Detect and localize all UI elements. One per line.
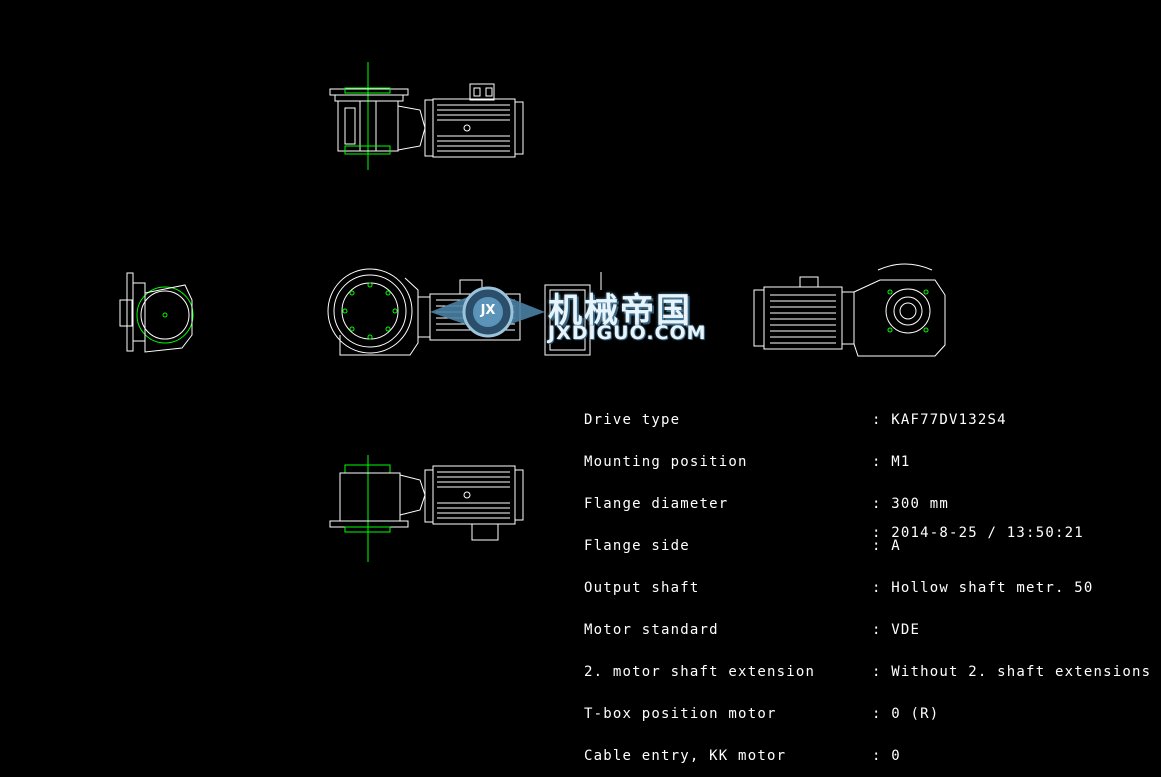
watermark-logo bbox=[430, 286, 545, 338]
spec-values: : KAF77DV132S4 : M1 : 300 mm : A : Hollo… bbox=[872, 385, 1151, 777]
spec-labels: Drive type Mounting position Flange diam… bbox=[584, 385, 815, 777]
spec-label: Flange diameter bbox=[584, 496, 729, 512]
left-side-view bbox=[119, 272, 194, 353]
spec-value: : 300 mm bbox=[872, 496, 950, 512]
right-cooling-fins bbox=[770, 294, 836, 344]
bottom-view bbox=[329, 455, 524, 562]
spec-value: : Hollow shaft metr. 50 bbox=[872, 580, 1094, 596]
spec-value: : KAF77DV132S4 bbox=[872, 412, 1007, 428]
front-bolt-circle bbox=[342, 282, 398, 340]
watermark-domain-text: JXDIGUO.COM bbox=[548, 322, 707, 344]
spec-label: 2. motor shaft extension bbox=[584, 664, 816, 680]
spec-label: Motor standard bbox=[584, 622, 719, 638]
top-view bbox=[329, 62, 524, 170]
spec-label: Drive type bbox=[584, 412, 681, 428]
watermark-chinese-text: 机械帝国 bbox=[548, 291, 692, 331]
spec-label: Flange side bbox=[584, 538, 690, 554]
spec-value: : 0 (R) bbox=[872, 706, 940, 722]
spec-value: : VDE bbox=[872, 622, 921, 638]
spec-label: Output shaft bbox=[584, 580, 700, 596]
bottom-cooling-fins bbox=[437, 471, 510, 519]
timestamp: : 2014-8-25 / 13:50:21 bbox=[872, 525, 1084, 541]
spec-value: : M1 bbox=[872, 454, 911, 470]
spec-label: Cable entry, KK motor bbox=[584, 748, 787, 764]
watermark-badge-text: JX bbox=[480, 303, 496, 318]
spec-label: Mounting position bbox=[584, 454, 748, 470]
right-view bbox=[753, 263, 946, 357]
top-cooling-fins bbox=[437, 104, 510, 152]
spec-label: T-box position motor bbox=[584, 706, 777, 722]
spec-value: : Without 2. shaft extensions bbox=[872, 664, 1152, 680]
cad-drawing bbox=[119, 62, 946, 562]
spec-value: : A bbox=[872, 538, 901, 554]
spec-value: : 0 bbox=[872, 748, 901, 764]
